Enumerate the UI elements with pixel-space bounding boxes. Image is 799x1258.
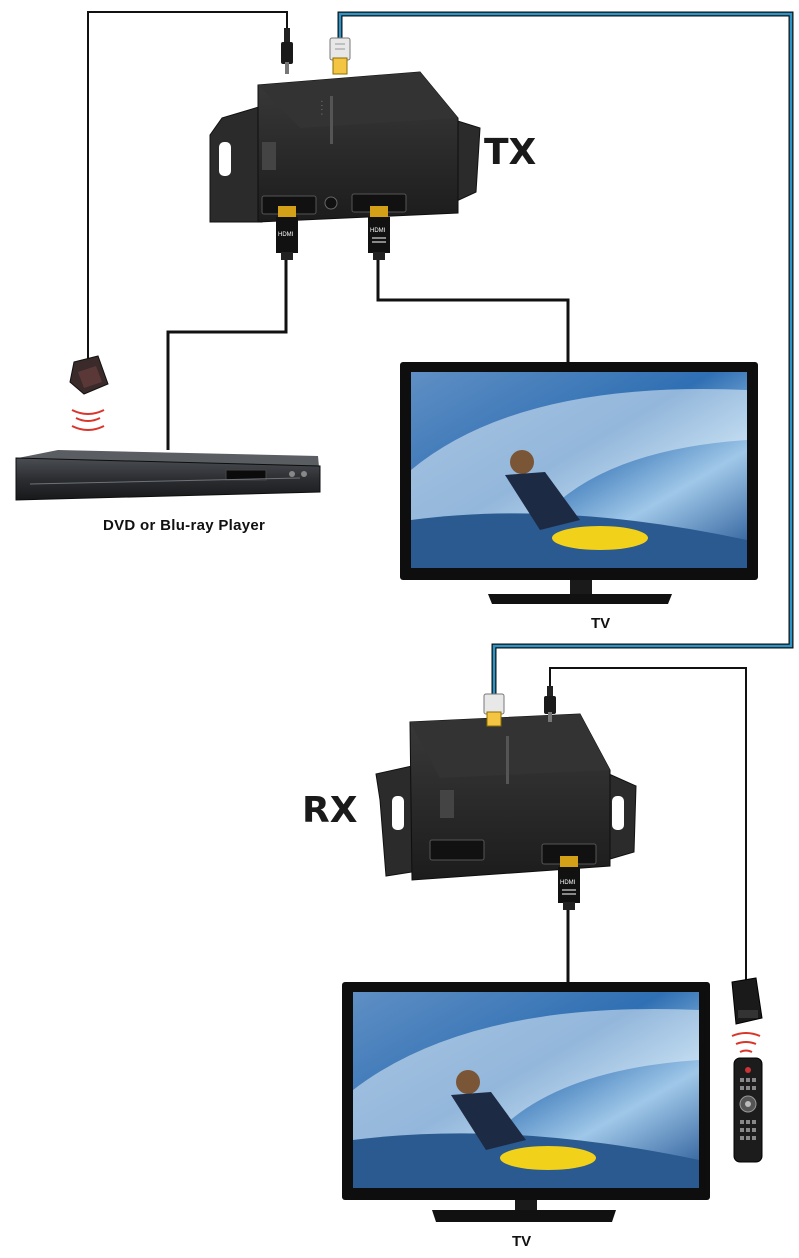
ir-cable-rx	[549, 667, 747, 982]
dvd-player-icon	[15, 450, 321, 501]
hdmi-plug-icon: HDMI	[276, 206, 298, 260]
remote-control-icon	[733, 1057, 763, 1163]
hdmi-label: HDMI	[278, 232, 294, 238]
hdmi-plug-icon: HDMI	[558, 856, 580, 910]
rj45-plug-icon	[329, 37, 351, 75]
svg-text:· · · ·: · · · ·	[318, 100, 325, 115]
ir-emitter-icon	[731, 977, 763, 1025]
hdmi-label: HDMI	[370, 228, 386, 234]
tv-top-label: TV	[591, 615, 610, 632]
ir-cable-tx	[87, 11, 288, 362]
tx-extender-box: · · · ·	[209, 71, 481, 223]
tx-label: TX	[484, 132, 537, 173]
tx-ir-jack-plug	[281, 28, 293, 74]
hdmi-plug-icon: HDMI	[368, 206, 390, 260]
rx-extender-box	[375, 713, 637, 881]
tv-bottom-label: TV	[512, 1233, 531, 1250]
hdmi-cable-tv-top	[376, 260, 570, 362]
ir-signal-icon	[731, 1032, 761, 1053]
rx-ir-jack-plug	[544, 686, 556, 722]
network-cable-inner	[338, 12, 793, 696]
hdmi-cable-source	[166, 260, 288, 450]
rj45-plug-icon	[483, 693, 505, 727]
tv-icon	[342, 982, 710, 1222]
rx-label: RX	[302, 790, 358, 831]
hdmi-label: HDMI	[560, 880, 576, 886]
tv-icon	[400, 362, 758, 604]
ir-receiver-icon	[69, 355, 109, 431]
source-label: DVD or Blu-ray Player	[103, 517, 265, 534]
